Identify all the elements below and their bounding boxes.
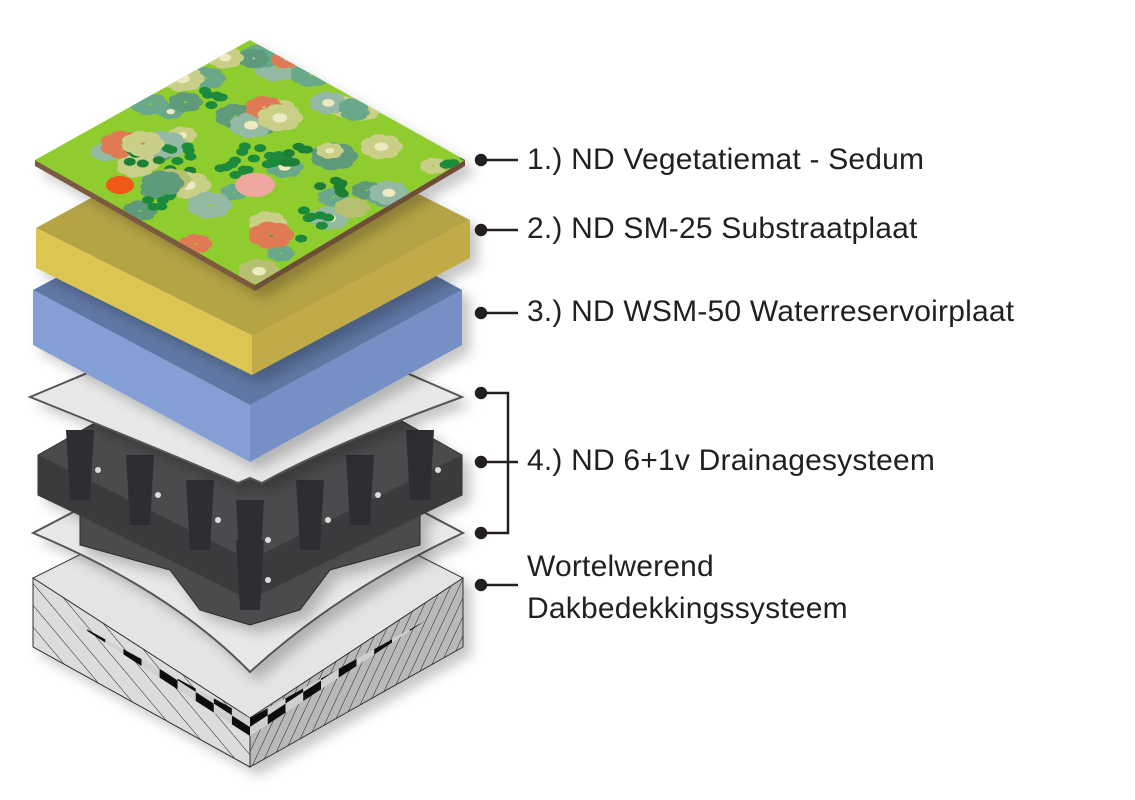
drainage-cone: [126, 455, 154, 525]
label-drainage: 4.) ND 6+1v Drainagesysteem: [527, 444, 936, 477]
sedum-plant: [369, 180, 410, 205]
sedum-plant: [248, 221, 295, 249]
sedum-plant: [187, 191, 233, 219]
drainage-cone: [346, 455, 374, 525]
label-substrate: 2.) ND SM-25 Substraatplaat: [527, 212, 918, 245]
sedum-plant: [238, 258, 281, 284]
sedum-plant: [340, 103, 370, 122]
sedum-plant: [161, 142, 197, 165]
orange-sedum: [106, 176, 134, 194]
drainage-cone: [186, 480, 214, 550]
sedum-plant: [267, 245, 295, 262]
pink-sedum: [235, 173, 275, 197]
sedum-plant: [179, 233, 213, 254]
label-water-reservoir: 3.) ND WSM-50 Waterreservoirplaat: [527, 295, 1015, 328]
sedum-plant: [297, 206, 335, 230]
sedum-plant: [168, 91, 203, 113]
vegetation-mat: [35, 40, 465, 291]
drainage-cone: [406, 430, 434, 500]
sedum-plant: [199, 86, 228, 110]
sedum-plant: [236, 142, 278, 169]
sedum-plant: [314, 176, 349, 198]
sedum-plant: [141, 170, 185, 197]
sedum-plant: [122, 130, 165, 157]
sedum-plant: [279, 142, 313, 167]
label-roofing-line1: Wortelwerend: [527, 550, 714, 583]
drainage-cone: [296, 480, 324, 550]
drainage-plate: [37, 419, 463, 626]
label-roofing-line2: Dakbedekkingssysteem: [527, 592, 848, 625]
drainage-cone: [236, 540, 264, 610]
sedum-plant: [334, 197, 371, 219]
sedum-plant: [257, 104, 304, 132]
drainage-cone: [66, 430, 94, 500]
label-vegetation-mat: 1.) ND Vegetatiemat - Sedum: [527, 143, 925, 176]
leader-lines: [474, 153, 518, 592]
sedum-plant: [316, 142, 344, 159]
sedum-plant: [360, 134, 404, 160]
